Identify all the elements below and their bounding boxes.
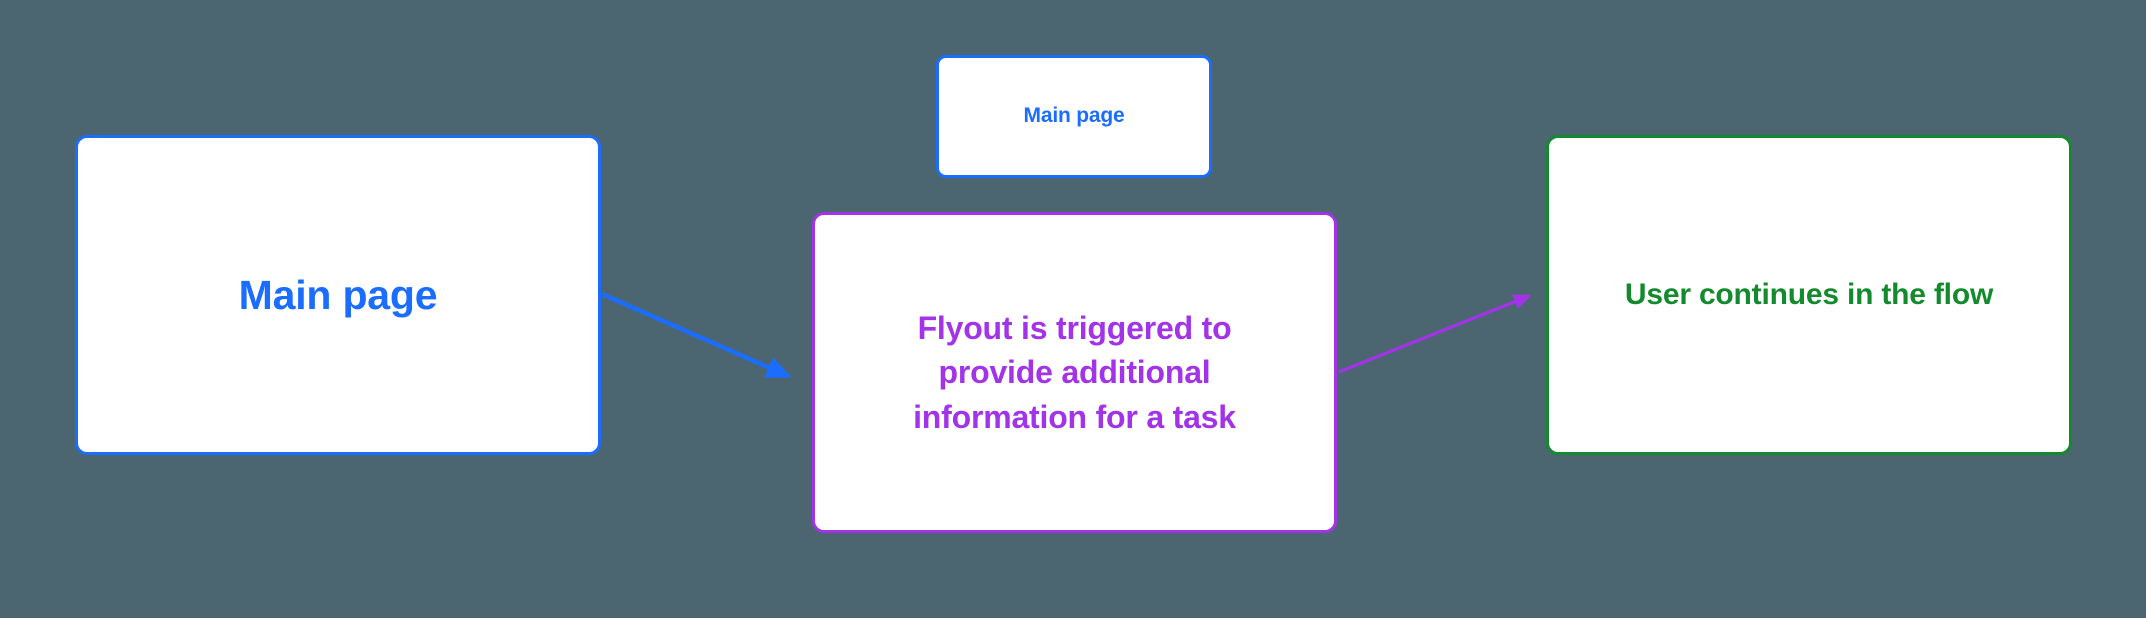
node-main-page-small-label: Main page bbox=[1023, 104, 1125, 128]
node-main-page[interactable]: Main page bbox=[75, 135, 601, 455]
node-user-continues[interactable]: User continues in the flow bbox=[1546, 135, 2072, 455]
node-flyout[interactable]: Flyout is triggered to provide additiona… bbox=[812, 212, 1337, 533]
node-flyout-label: Flyout is triggered to provide additiona… bbox=[913, 310, 1236, 435]
connector-flyout-to-user-continues bbox=[1338, 294, 1532, 374]
node-main-page-small[interactable]: Main page bbox=[936, 55, 1212, 178]
node-user-continues-label: User continues in the flow bbox=[1624, 278, 1994, 312]
node-main-page-label: Main page bbox=[238, 271, 438, 318]
connector-main-page-to-flyout bbox=[601, 291, 792, 379]
